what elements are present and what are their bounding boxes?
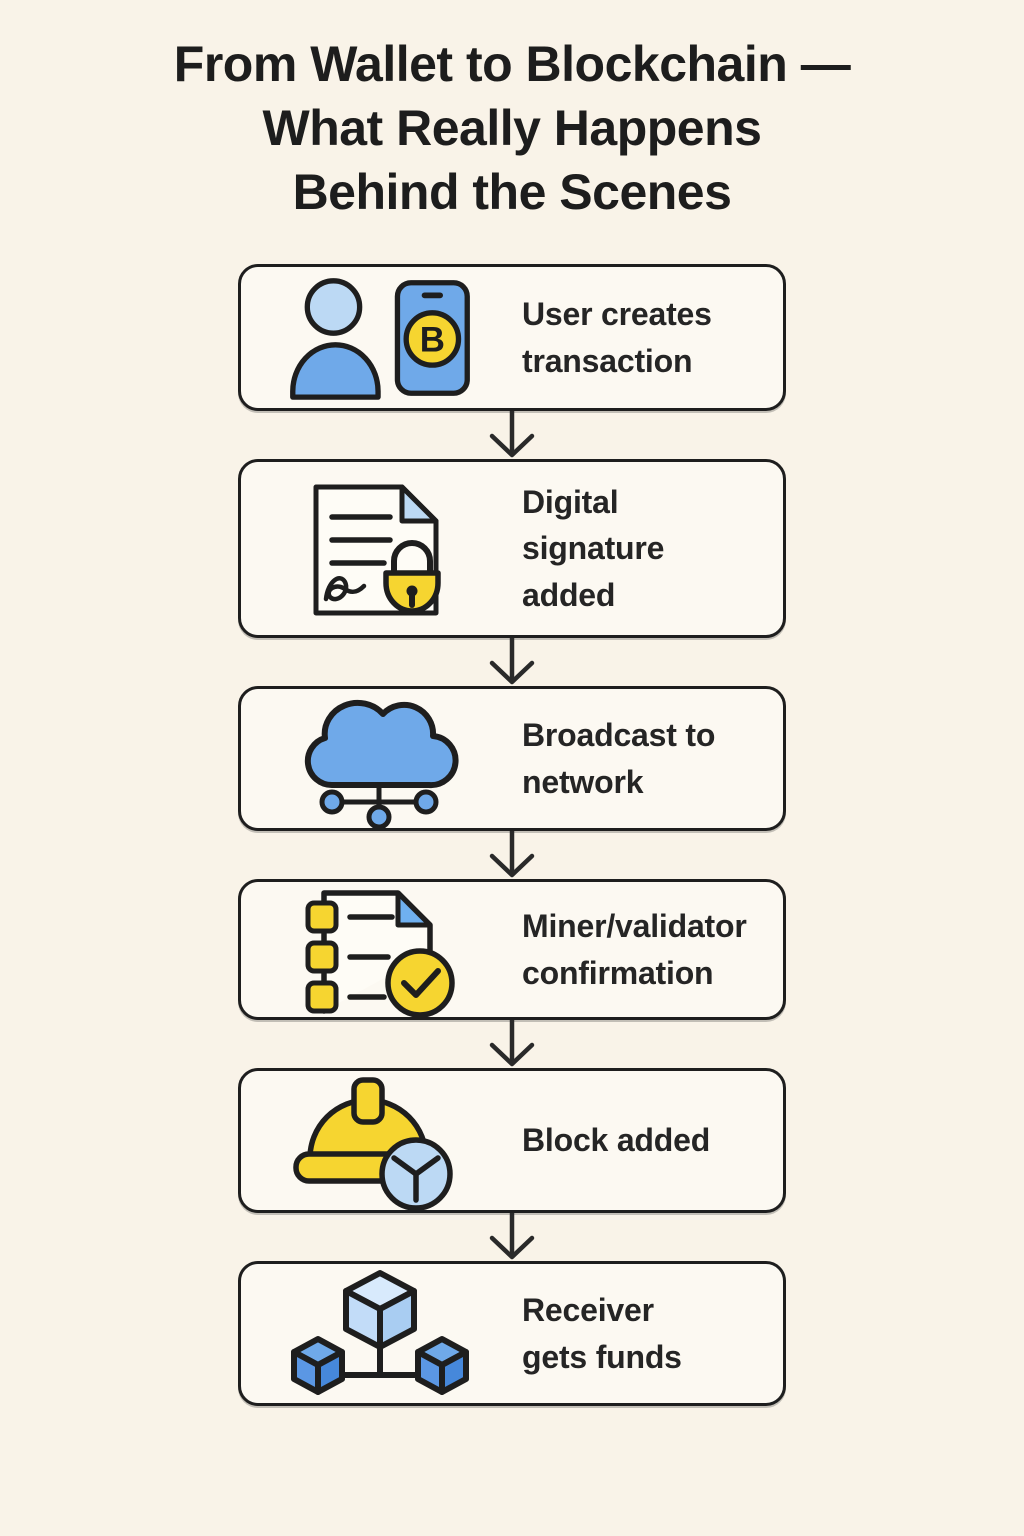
step-box-digital-signature-added: Digital signature added bbox=[238, 459, 786, 638]
arrow-down-icon bbox=[238, 1213, 786, 1261]
step-label: User creates transaction bbox=[522, 296, 712, 379]
step-label: Digital signature added bbox=[522, 483, 665, 613]
step-box-user-creates-transaction: B User creates transaction bbox=[238, 264, 786, 411]
hardhat-block-icon bbox=[277, 1070, 482, 1212]
cubes-network-icon bbox=[277, 1267, 482, 1401]
arrow-down-icon bbox=[238, 411, 786, 459]
step-label: Broadcast to network bbox=[522, 717, 716, 800]
coin-letter: B bbox=[419, 320, 444, 359]
user-phone-icon: B bbox=[277, 275, 482, 401]
step-box-block-added: Block added bbox=[238, 1068, 786, 1213]
document-lock-icon bbox=[277, 479, 482, 619]
flow-diagram: B User creates transaction bbox=[238, 264, 786, 1406]
step-box-miner-validator-confirmation: Miner/validator confirmation bbox=[238, 879, 786, 1020]
step-label: Miner/validator confirmation bbox=[522, 908, 747, 991]
arrow-down-icon bbox=[238, 638, 786, 686]
arrow-down-icon bbox=[238, 831, 786, 879]
cloud-network-icon bbox=[277, 689, 482, 829]
step-label: Block added bbox=[522, 1122, 711, 1159]
arrow-down-icon bbox=[238, 1020, 786, 1068]
checklist-check-icon bbox=[277, 881, 482, 1019]
step-box-receiver-gets-funds: Receiver gets funds bbox=[238, 1261, 786, 1406]
step-box-broadcast-to-network: Broadcast to network bbox=[238, 686, 786, 831]
step-label: Receiver gets funds bbox=[522, 1292, 682, 1375]
infographic-title: From Wallet to Blockchain — What Really … bbox=[173, 36, 851, 220]
